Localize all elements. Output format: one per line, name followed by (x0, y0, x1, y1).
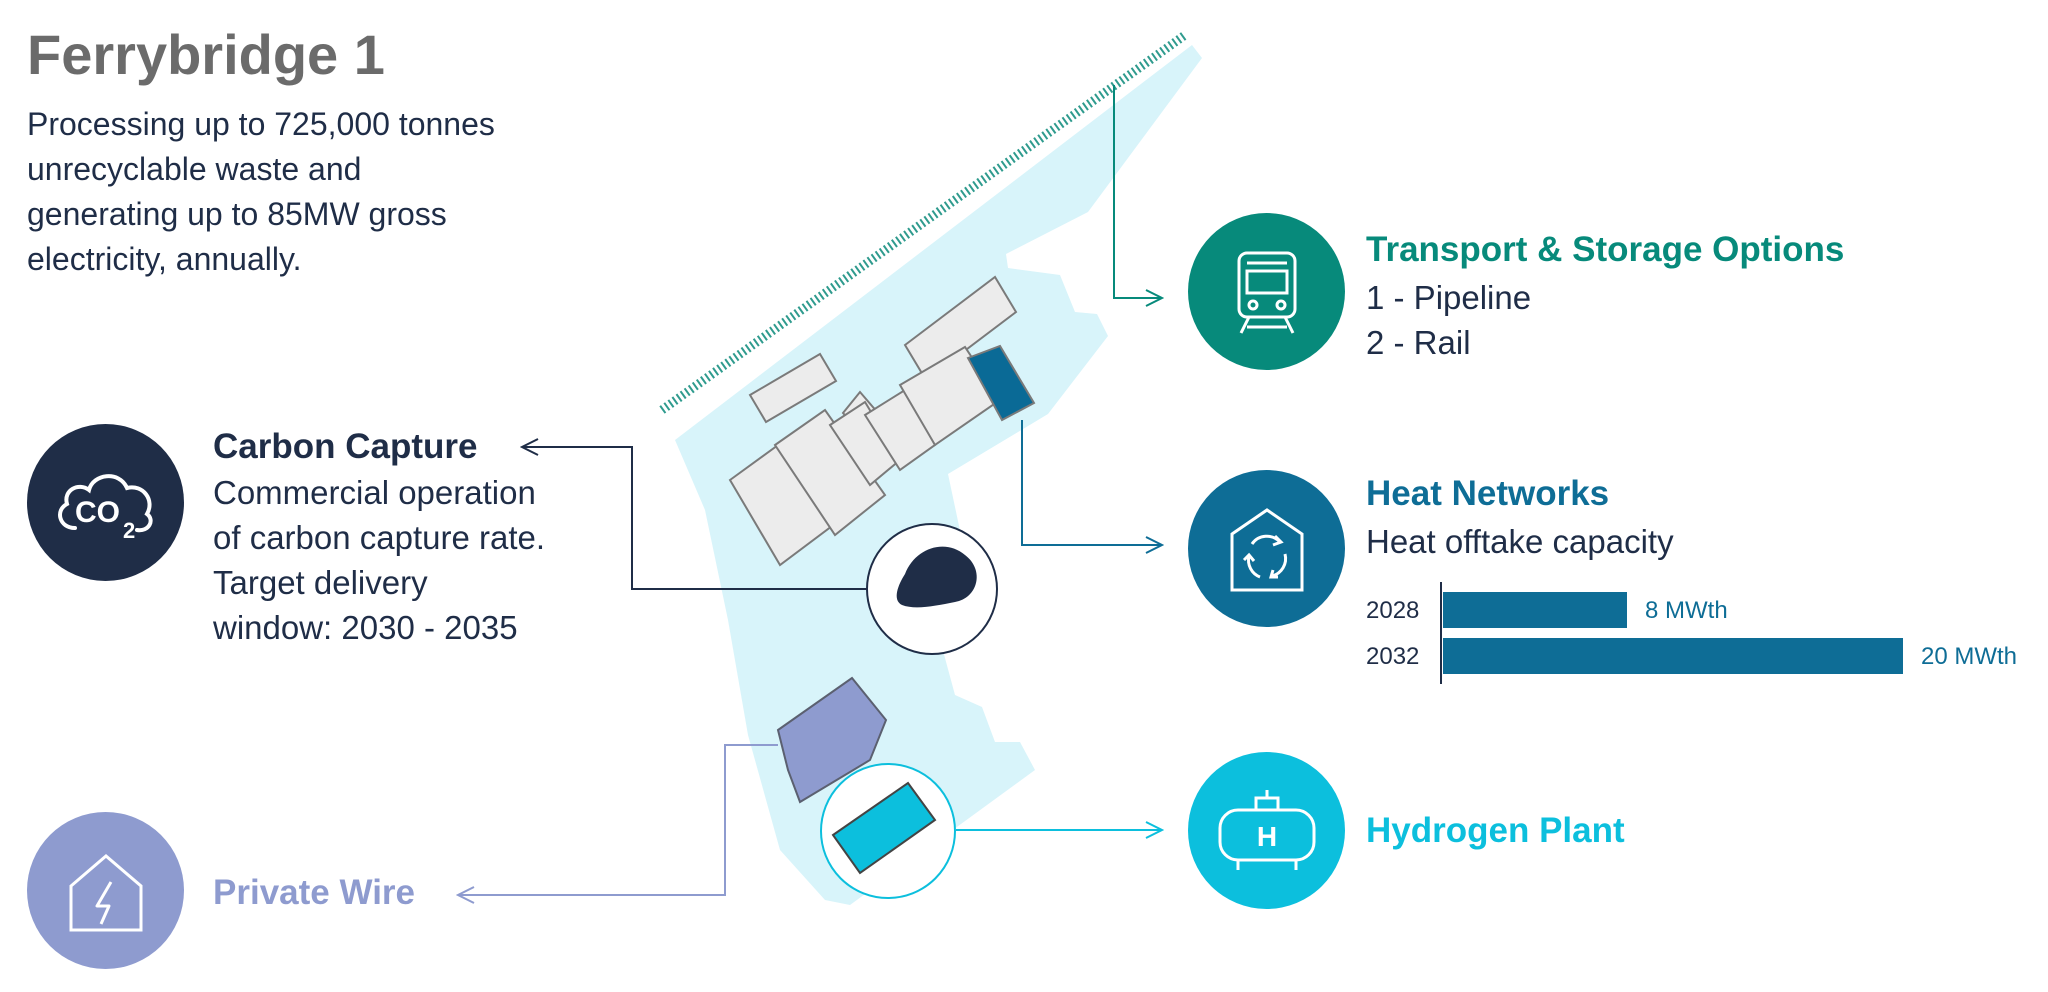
private-wire-title: Private Wire (213, 873, 416, 912)
carbon-capture-title: Carbon Capture (213, 427, 478, 466)
heat-capacity-chart: 2028 8 MWth 2032 20 MWth (1366, 582, 2017, 684)
heat-networks-subtitle: Heat offtake capacity (1366, 523, 1674, 560)
carbon-capture-line: Target delivery (213, 564, 428, 601)
transport-icon-badge (1188, 213, 1345, 370)
carbon-capture-line: Commercial operation (213, 474, 536, 511)
co2-cloud-icon: CO 2 (57, 473, 153, 543)
private-wire-building (776, 676, 888, 804)
chart-value-label: 20 MWth (1921, 643, 2017, 670)
carbon-capture-line: of carbon capture rate. (213, 519, 546, 556)
chart-category-label: 2028 (1366, 597, 1419, 624)
chart-value-label: 8 MWth (1645, 597, 1728, 624)
co2-storage-blob (896, 546, 977, 608)
chart-category-label: 2032 (1366, 643, 1419, 670)
site-boundary (675, 45, 1202, 905)
chart-bar (1443, 592, 1627, 628)
hydrogen-tank-icon: H (1218, 789, 1315, 870)
house-recycle-icon (1230, 507, 1303, 591)
transport-storage-block: Transport & Storage Options 1 - Pipeline… (1366, 225, 1844, 365)
private-wire-icon-badge (27, 812, 184, 969)
hydrogen-tank-building (831, 781, 937, 875)
co2-text: CO (75, 496, 120, 529)
transport-option: 1 - Pipeline (1366, 279, 1532, 316)
train-icon (1237, 251, 1296, 334)
transport-storage-title: Transport & Storage Options (1366, 230, 1845, 269)
transport-option: 2 - Rail (1366, 324, 1471, 361)
carbon-capture-line: window: 2030 - 2035 (213, 609, 518, 646)
hydrogen-icon-badge: H (1188, 752, 1345, 909)
page-title: Ferrybridge 1 (27, 23, 385, 86)
heat-networks-title: Heat Networks (1366, 474, 1610, 513)
heat-connector (1021, 420, 1162, 545)
heat-networks-icon-badge (1188, 470, 1345, 627)
co2-subscript: 2 (123, 518, 135, 543)
capture-building (966, 344, 1036, 422)
heat-networks-block: Heat Networks Heat offtake capacity (1366, 469, 1674, 564)
carbon-capture-block: Carbon Capture Commercial operation of c… (213, 424, 545, 650)
rail-track (659, 31, 1188, 414)
buildings (728, 275, 1018, 567)
hydrogen-plant-title: Hydrogen Plant (1366, 811, 1625, 850)
description: Processing up to 725,000 tonnes unrecycl… (27, 106, 495, 277)
private-wire-connector (458, 744, 778, 895)
transport-connector (1113, 85, 1162, 298)
carbon-capture-icon-badge: CO 2 (27, 424, 184, 581)
h2-text: H (1256, 821, 1276, 852)
house-lightning-icon (69, 853, 142, 931)
chart-bar (1443, 638, 1903, 674)
carbon-capture-connector (522, 447, 867, 590)
